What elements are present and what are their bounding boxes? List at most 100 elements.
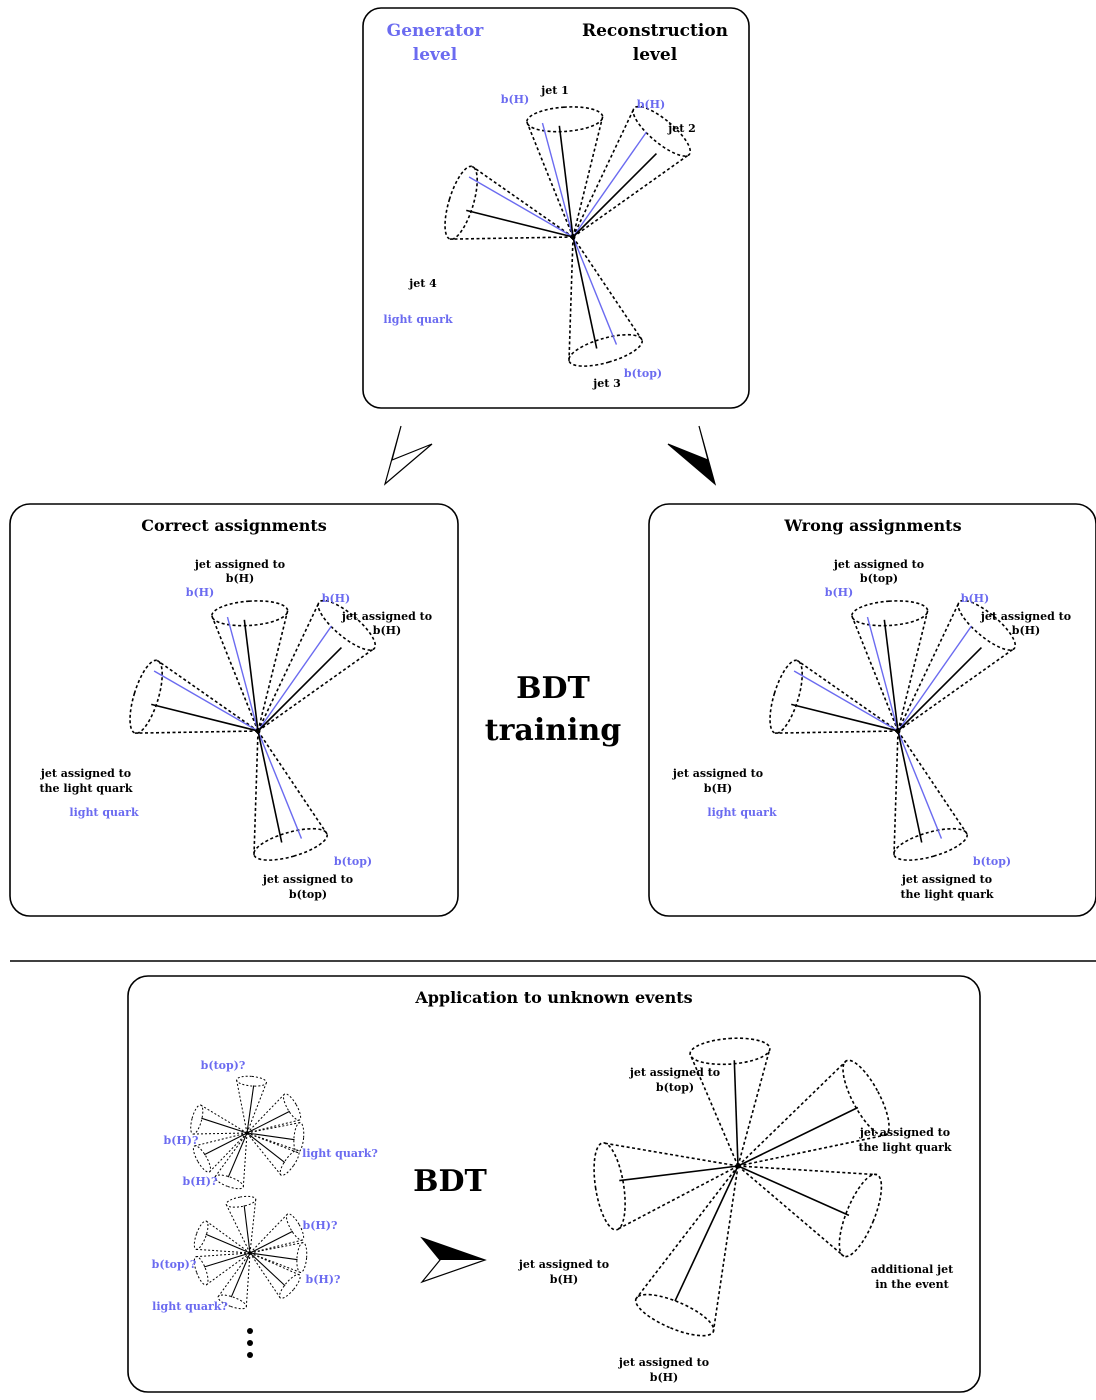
small-cone-6-edge-b — [192, 1132, 248, 1135]
correct-panel-title: Correct assignments — [141, 516, 327, 535]
small-cone-6-edge-b — [195, 1248, 251, 1254]
correct-bottom-label: jet assigned to — [262, 873, 353, 886]
small-jet-0 — [246, 1085, 255, 1134]
small-cone-5-ellipse — [193, 1256, 209, 1286]
wrong-top-label-2: b(top) — [860, 572, 898, 585]
cone-up-ellipse — [851, 600, 929, 627]
small-cone-6-ellipse — [193, 1220, 209, 1250]
app-cone-bottom-edge-b — [712, 1165, 739, 1332]
cone-left-jet-line — [791, 703, 899, 732]
app-bottom-label-2: b(H) — [650, 1371, 679, 1384]
small-jet-4 — [227, 1132, 248, 1178]
bdt-training-heading-2: training — [485, 713, 622, 748]
small-jet-0 — [243, 1205, 251, 1254]
cone-down-edge-a — [253, 730, 259, 855]
small-cone-1-edge-b — [249, 1213, 288, 1254]
cone-upright-ellipse — [632, 105, 692, 157]
small-cone-6-edge-a — [205, 1220, 251, 1254]
generator-level-title: Generator — [387, 21, 485, 41]
cone-down-ellipse — [253, 827, 329, 861]
app-cone-left-jet-line — [619, 1165, 739, 1182]
generator-level-title-2: level — [413, 45, 458, 65]
jet2-label: jet 2 — [667, 122, 696, 135]
app-cone-right-jet-line — [737, 1106, 859, 1167]
application-panel: Application to unknown events b(top)? b(… — [127, 975, 981, 1393]
small-jet-2 — [249, 1252, 298, 1261]
small2-left-label: b(top)? — [152, 1258, 197, 1271]
unknown-event-1-cones — [190, 1075, 305, 1190]
small-cone-2-ellipse — [296, 1242, 308, 1273]
small2-right-label: b(H)? — [306, 1273, 341, 1286]
cone-upright-parton-line — [897, 625, 972, 732]
cone-upright-parton-line — [572, 131, 647, 238]
app-extra-label-2: in the event — [875, 1278, 949, 1291]
correct-light-quark: light quark — [69, 806, 139, 819]
app-cone-extra-edge-a — [737, 1165, 845, 1257]
cone-left-jet-line — [151, 703, 259, 732]
cone-upright-edge-a — [572, 153, 690, 238]
cone-down-jet-line — [897, 730, 923, 843]
cone-up-ellipse — [211, 600, 289, 627]
wrong-right-label-2: b(H) — [1012, 624, 1041, 637]
correct-panel-frame — [9, 503, 459, 917]
small1-top-label: b(top)? — [201, 1059, 246, 1072]
interaction-vertex — [895, 728, 901, 734]
cone-up-edge-b — [851, 615, 899, 732]
wrong-cones — [769, 599, 1017, 861]
small-jet-1 — [249, 1230, 294, 1254]
interaction-vertex — [570, 234, 576, 240]
small-cone-4-edge-b — [242, 1132, 248, 1188]
small-jet-6 — [201, 1117, 248, 1134]
cone-down-jet-line — [572, 236, 598, 349]
wrong-left-label-2: b(H) — [704, 782, 733, 795]
cone-upright-jet-line — [897, 646, 983, 732]
app-extra-label: additional jet — [871, 1263, 954, 1276]
small-cone-5-edge-a — [195, 1252, 251, 1258]
small-cone-3-edge-a — [249, 1252, 281, 1299]
small-cone-0-ellipse — [225, 1195, 257, 1208]
app-cone-top-ellipse — [689, 1037, 771, 1066]
cone-left-edge-b — [449, 236, 574, 240]
small-cone-6-edge-a — [200, 1104, 248, 1134]
bh-left-label: b(H) — [501, 93, 530, 106]
wrong-bh-right: b(H) — [961, 592, 990, 605]
bdt-application-heading: BDT — [413, 1164, 487, 1199]
arrow-to-wrong-shade — [668, 444, 715, 484]
small-cone-3-edge-a — [246, 1132, 282, 1176]
jet1-label: jet 1 — [540, 84, 569, 97]
cone-left-parton-line — [153, 670, 259, 732]
cone-down-ellipse — [893, 827, 969, 861]
arrow-to-correct-icon — [383, 425, 433, 486]
small1-right-label: light quark? — [302, 1147, 378, 1160]
small-jet-5 — [203, 1132, 248, 1156]
cone-up-edge-a — [572, 116, 604, 238]
small-cone-2-edge-b — [246, 1122, 301, 1134]
cone-down-parton-line — [572, 236, 618, 345]
app-cone-left-edge-a — [602, 1142, 739, 1167]
cone-up-edge-b — [526, 121, 574, 238]
correct-right-label: jet assigned to — [341, 610, 432, 623]
cone-down-ellipse — [568, 333, 644, 367]
cone-up-jet-line — [243, 619, 259, 732]
wrong-top-label: jet assigned to — [833, 558, 924, 571]
small-cone-5-edge-b — [209, 1132, 248, 1173]
ellipsis-dot-3 — [247, 1352, 253, 1358]
wrong-light-quark: light quark — [707, 806, 777, 819]
app-vertex — [735, 1163, 741, 1169]
small-cone-4-edge-a — [217, 1252, 251, 1298]
app-bottom-label: jet assigned to — [618, 1356, 709, 1369]
cone-up-edge-a — [257, 610, 289, 732]
wrong-assignments-panel: Wrong assignments jet assigned to b(top)… — [648, 503, 1096, 917]
app-cone-extra-edge-b — [737, 1165, 877, 1176]
small-cone-1-ellipse — [285, 1213, 305, 1241]
app-cone-bottom-ellipse — [634, 1293, 715, 1337]
bdt-training-heading: BDT — [516, 671, 590, 706]
small-cone-0-edge-b — [225, 1204, 251, 1254]
app-left-label: jet assigned to — [518, 1258, 609, 1271]
cone-down-edge-b — [572, 236, 643, 341]
cone-up-ellipse — [526, 106, 604, 133]
light-quark-label: light quark — [383, 313, 453, 326]
app-cone-extra-jet-line — [737, 1165, 850, 1217]
small-cone-1-edge-b — [246, 1093, 285, 1134]
